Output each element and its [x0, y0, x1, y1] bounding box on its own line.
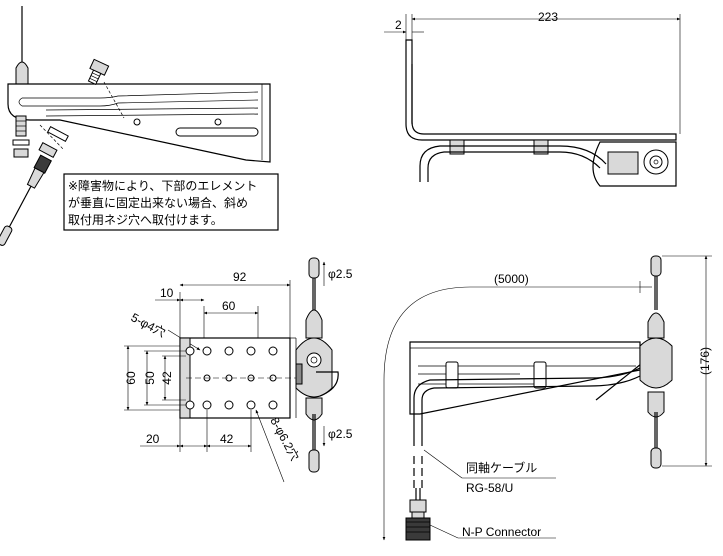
hole	[133, 118, 141, 126]
bottom-right-install-view: (5000) (176)	[382, 255, 712, 541]
connector-label: N-P Connector	[462, 525, 541, 539]
dim-2: 2	[395, 18, 402, 32]
antenna-tip-top	[650, 255, 662, 277]
connector	[607, 151, 639, 175]
antenna-tip-bottom	[650, 447, 662, 469]
dim-60-left: 60	[124, 371, 138, 385]
note-line-2: が垂直に固定出来ない場合、斜め	[68, 195, 248, 210]
connector-body	[409, 499, 427, 513]
dim-50: 50	[143, 371, 157, 385]
top-left-bracket-view: ※障害物により、下部のエレメント が垂直に固定出来ない場合、斜め 取付用ネジ穴へ…	[0, 6, 279, 246]
cable-label: 同軸ケーブル	[466, 460, 537, 475]
note-line-3: 取付用ネジ穴へ取付けます。	[68, 212, 223, 227]
slot-hole	[175, 127, 259, 137]
dim-42-bottom: 42	[220, 432, 234, 446]
top-right-side-view: 223 2	[384, 10, 681, 187]
antenna-top-tip	[15, 61, 29, 85]
hole-grid	[185, 346, 278, 410]
antenna-tip-top	[308, 257, 320, 279]
dim-92: 92	[233, 270, 247, 284]
clamp	[449, 139, 465, 155]
height-dim: (176)	[698, 347, 712, 375]
clamp	[445, 361, 459, 389]
note-box	[63, 173, 279, 231]
hole	[214, 118, 222, 126]
note-line-1: ※障害物により、下部のエレメント	[68, 178, 257, 193]
cable-type: RG-58/U	[466, 481, 513, 495]
rod-top-dia: φ2.5	[328, 267, 353, 281]
dim-10: 10	[160, 286, 174, 300]
dim-223: 223	[538, 10, 558, 24]
washer-angled-icon	[47, 125, 69, 143]
antenna-lower-angled	[0, 154, 52, 246]
hole-5-label: 5-φ4穴	[129, 309, 169, 340]
antenna-coupler	[639, 337, 673, 389]
antenna-tip-bottom	[308, 449, 320, 473]
clamp	[533, 361, 547, 389]
bottom-left-plate-view: 92 10 60 5-φ4穴 60 50	[124, 257, 353, 483]
nut-angled-icon	[38, 142, 58, 158]
rod-bottom-dia: φ2.5	[328, 427, 353, 441]
hole-8-label: 8-φ6.2穴	[267, 414, 302, 463]
clamp	[533, 139, 549, 155]
cable-length: (5000)	[494, 272, 529, 286]
n-connector-icon	[405, 517, 431, 541]
bolt-icon	[87, 58, 110, 86]
nut-icon	[13, 148, 29, 158]
dim-20: 20	[146, 432, 160, 446]
install-bracket	[409, 341, 641, 415]
washer-icon	[12, 139, 30, 146]
cable-length-dim-line	[382, 286, 640, 541]
bracket-profile	[405, 39, 677, 141]
dim-60-top: 60	[222, 299, 236, 313]
dim-42-left: 42	[160, 371, 174, 385]
rotary-joint	[306, 352, 322, 368]
